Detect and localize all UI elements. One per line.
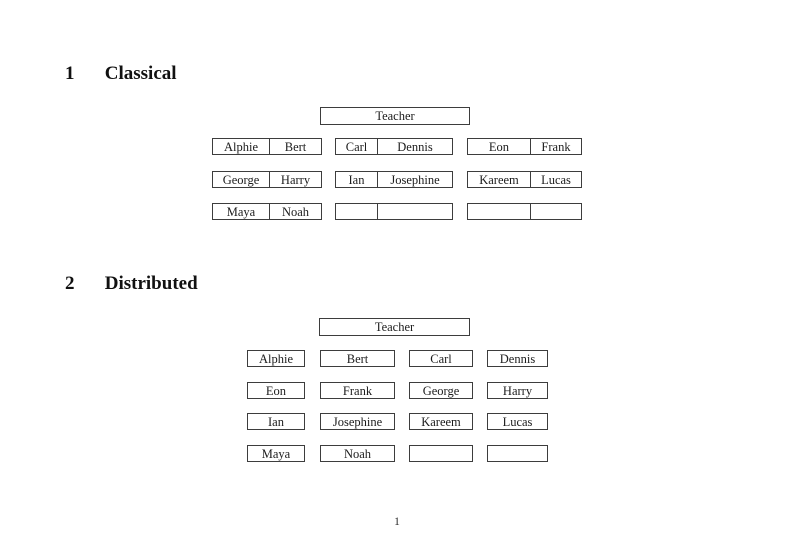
desk-maya-noah: Maya Noah: [212, 203, 322, 220]
seat-josephine: Josephine: [320, 413, 395, 430]
desk-kareem-lucas: Kareem Lucas: [467, 171, 582, 188]
desk-carl-dennis: Carl Dennis: [335, 138, 453, 155]
seat-kareem: Kareem: [409, 413, 473, 430]
seat-empty: [336, 204, 378, 219]
seat-eon: Eon: [468, 139, 531, 154]
seat-noah: Noah: [320, 445, 395, 462]
teacher-box-distributed: Teacher: [319, 318, 470, 336]
seat-dennis: Dennis: [487, 350, 548, 367]
seat-lucas: Lucas: [541, 172, 571, 187]
section-heading-classical: 1 Classical: [65, 63, 177, 85]
seat-josephine: Josephine: [390, 172, 440, 187]
seat-maya: Maya: [247, 445, 305, 462]
desk-empty: [467, 203, 582, 220]
desk-george-harry: George Harry: [212, 171, 322, 188]
seat-maya: Maya: [213, 204, 270, 219]
desk-ian-josephine: Ian Josephine: [335, 171, 453, 188]
seat-ian: Ian: [336, 172, 378, 187]
section-title: Classical: [104, 63, 177, 84]
seat-empty: [468, 204, 531, 219]
seat-carl: Carl: [409, 350, 473, 367]
seat-alphie: Alphie: [213, 139, 270, 154]
teacher-box-classical: Teacher: [320, 107, 470, 125]
seat-empty: [378, 204, 452, 219]
desk-eon-frank: Eon Frank: [467, 138, 582, 155]
seat-george: George: [213, 172, 270, 187]
seat-empty: [409, 445, 473, 462]
seat-dennis: Dennis: [397, 139, 433, 154]
seat-kareem: Kareem: [468, 172, 531, 187]
seat-carl: Carl: [336, 139, 378, 154]
seat-frank: Frank: [320, 382, 395, 399]
section-number: 1: [65, 63, 75, 84]
desk-empty: [335, 203, 453, 220]
seat-alphie: Alphie: [247, 350, 305, 367]
seat-frank: Frank: [541, 139, 571, 154]
seat-lucas: Lucas: [487, 413, 548, 430]
page-number: 1: [394, 516, 400, 528]
section-title: Distributed: [104, 273, 198, 294]
seat-noah: Noah: [281, 204, 310, 219]
seat-ian: Ian: [247, 413, 305, 430]
section-heading-distributed: 2 Distributed: [65, 273, 198, 295]
teacher-label: Teacher: [375, 109, 415, 123]
seat-empty: [487, 445, 548, 462]
seat-george: George: [409, 382, 473, 399]
seat-harry: Harry: [280, 172, 311, 187]
section-number: 2: [65, 273, 75, 294]
seat-bert: Bert: [284, 139, 307, 154]
seat-empty: [531, 204, 581, 219]
teacher-label: Teacher: [374, 320, 415, 334]
desk-alphie-bert: Alphie Bert: [212, 138, 322, 155]
seat-bert: Bert: [320, 350, 395, 367]
seat-harry: Harry: [487, 382, 548, 399]
seat-eon: Eon: [247, 382, 305, 399]
